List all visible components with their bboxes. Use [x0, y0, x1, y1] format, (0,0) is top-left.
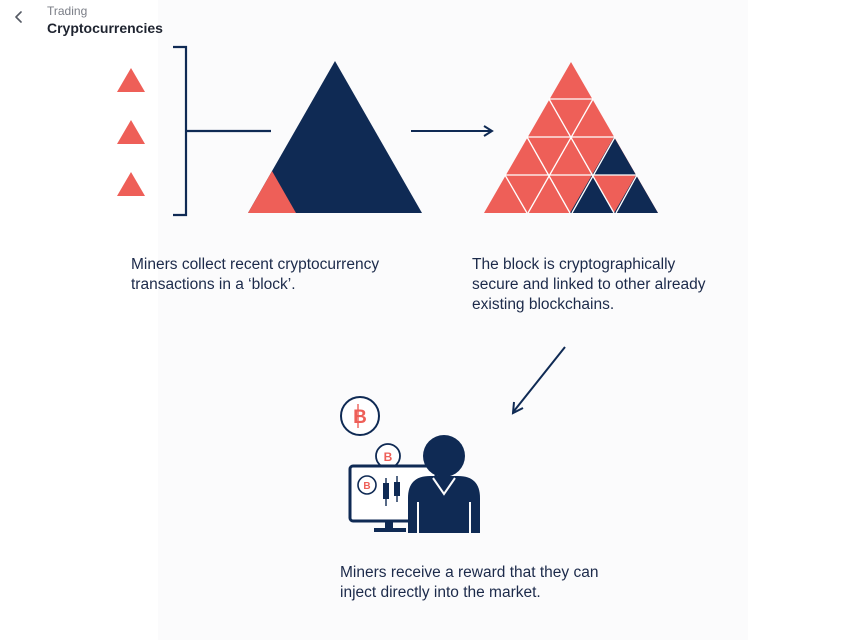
- svg-text:B: B: [384, 450, 393, 464]
- chain-triangle-grid-icon: [484, 62, 658, 214]
- chevron-left-icon: [15, 11, 22, 23]
- coin-icon: B: [375, 443, 401, 469]
- top-bar: Trading Cryptocurrencies: [0, 0, 866, 44]
- svg-text:B: B: [363, 481, 370, 492]
- page-title: Cryptocurrencies: [47, 20, 163, 36]
- triangle-icon: [117, 68, 145, 196]
- step1-caption: Miners collect recent cryptocurrency tra…: [131, 256, 380, 293]
- breadcrumb: Trading: [47, 4, 88, 18]
- coin-icon: B: [340, 396, 380, 436]
- miner-person-icon: [408, 435, 480, 533]
- content-panel: [158, 0, 748, 640]
- block-triangle-icon: [248, 61, 422, 213]
- svg-text:B: B: [353, 407, 367, 428]
- arrow-right-icon: [411, 125, 494, 137]
- step2-caption: The block is cryptographically secure an…: [472, 256, 706, 313]
- back-button[interactable]: [8, 6, 30, 28]
- step3-caption: Miners receive a reward that they can in…: [340, 564, 599, 601]
- bracket-connector: [173, 45, 271, 217]
- arrow-down-left-icon: [511, 346, 566, 415]
